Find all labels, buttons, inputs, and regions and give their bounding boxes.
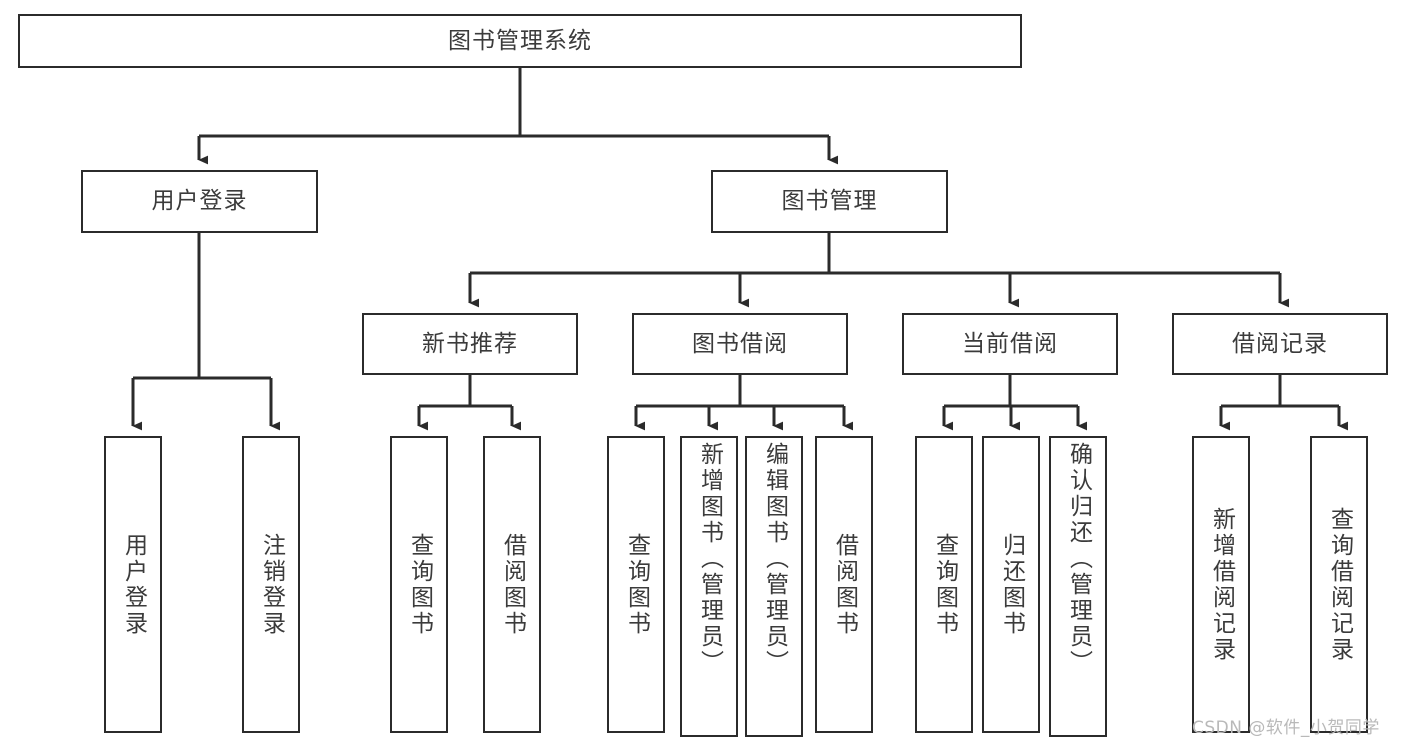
node-label: 新增图书（管理员） [696,442,723,676]
leaf-node-return-book[interactable]: 归还图书 [982,436,1040,733]
node-current-borrowing[interactable]: 当前借阅 [902,313,1118,375]
node-label: 注销登录 [258,532,285,637]
node-label: 确认归还（管理员） [1065,442,1092,676]
node-label: 查询借阅记录 [1326,506,1353,663]
leaf-node-edit-book[interactable]: 编辑图书（管理员） [745,436,803,737]
node-root-book-management-system[interactable]: 图书管理系统 [18,14,1022,68]
node-label: 图书管理系统 [448,27,592,54]
leaf-node-borrow-book-rec[interactable]: 借阅图书 [483,436,541,733]
node-user-login[interactable]: 用户登录 [81,170,318,233]
node-borrowing-record[interactable]: 借阅记录 [1172,313,1388,375]
node-label: 用户登录 [151,188,248,215]
node-label: 当前借阅 [962,330,1058,357]
leaf-node-add-borrow-record[interactable]: 新增借阅记录 [1192,436,1250,733]
node-label: 新书推荐 [422,330,518,357]
node-book-management[interactable]: 图书管理 [711,170,948,233]
leaf-node-query-book-borrow[interactable]: 查询图书 [607,436,665,733]
node-book-borrowing[interactable]: 图书借阅 [632,313,848,375]
node-label: 借阅图书 [831,532,858,637]
node-label: 编辑图书（管理员） [761,442,788,676]
leaf-node-add-book[interactable]: 新增图书（管理员） [680,436,738,737]
node-label: 图书管理 [781,188,878,215]
csdn-watermark: CSDN @软件_小贺同学 [1192,718,1380,738]
leaf-node-logout[interactable]: 注销登录 [242,436,300,733]
node-label: 用户登录 [120,532,147,637]
node-label: 查询图书 [623,532,650,637]
node-label: 借阅图书 [499,532,526,637]
node-label: 借阅记录 [1232,330,1328,357]
leaf-node-query-borrow-record[interactable]: 查询借阅记录 [1310,436,1368,733]
leaf-node-confirm-return[interactable]: 确认归还（管理员） [1049,436,1107,737]
node-new-book-recommendation[interactable]: 新书推荐 [362,313,578,375]
node-label: 查询图书 [406,532,433,637]
node-label: 归还图书 [998,532,1025,637]
leaf-node-user-login[interactable]: 用户登录 [104,436,162,733]
node-label: 图书借阅 [692,330,788,357]
leaf-node-query-book-rec[interactable]: 查询图书 [390,436,448,733]
node-label: 新增借阅记录 [1208,506,1235,663]
leaf-node-borrow-book[interactable]: 借阅图书 [815,436,873,733]
leaf-node-query-book-current[interactable]: 查询图书 [915,436,973,733]
node-label: 查询图书 [931,532,958,637]
